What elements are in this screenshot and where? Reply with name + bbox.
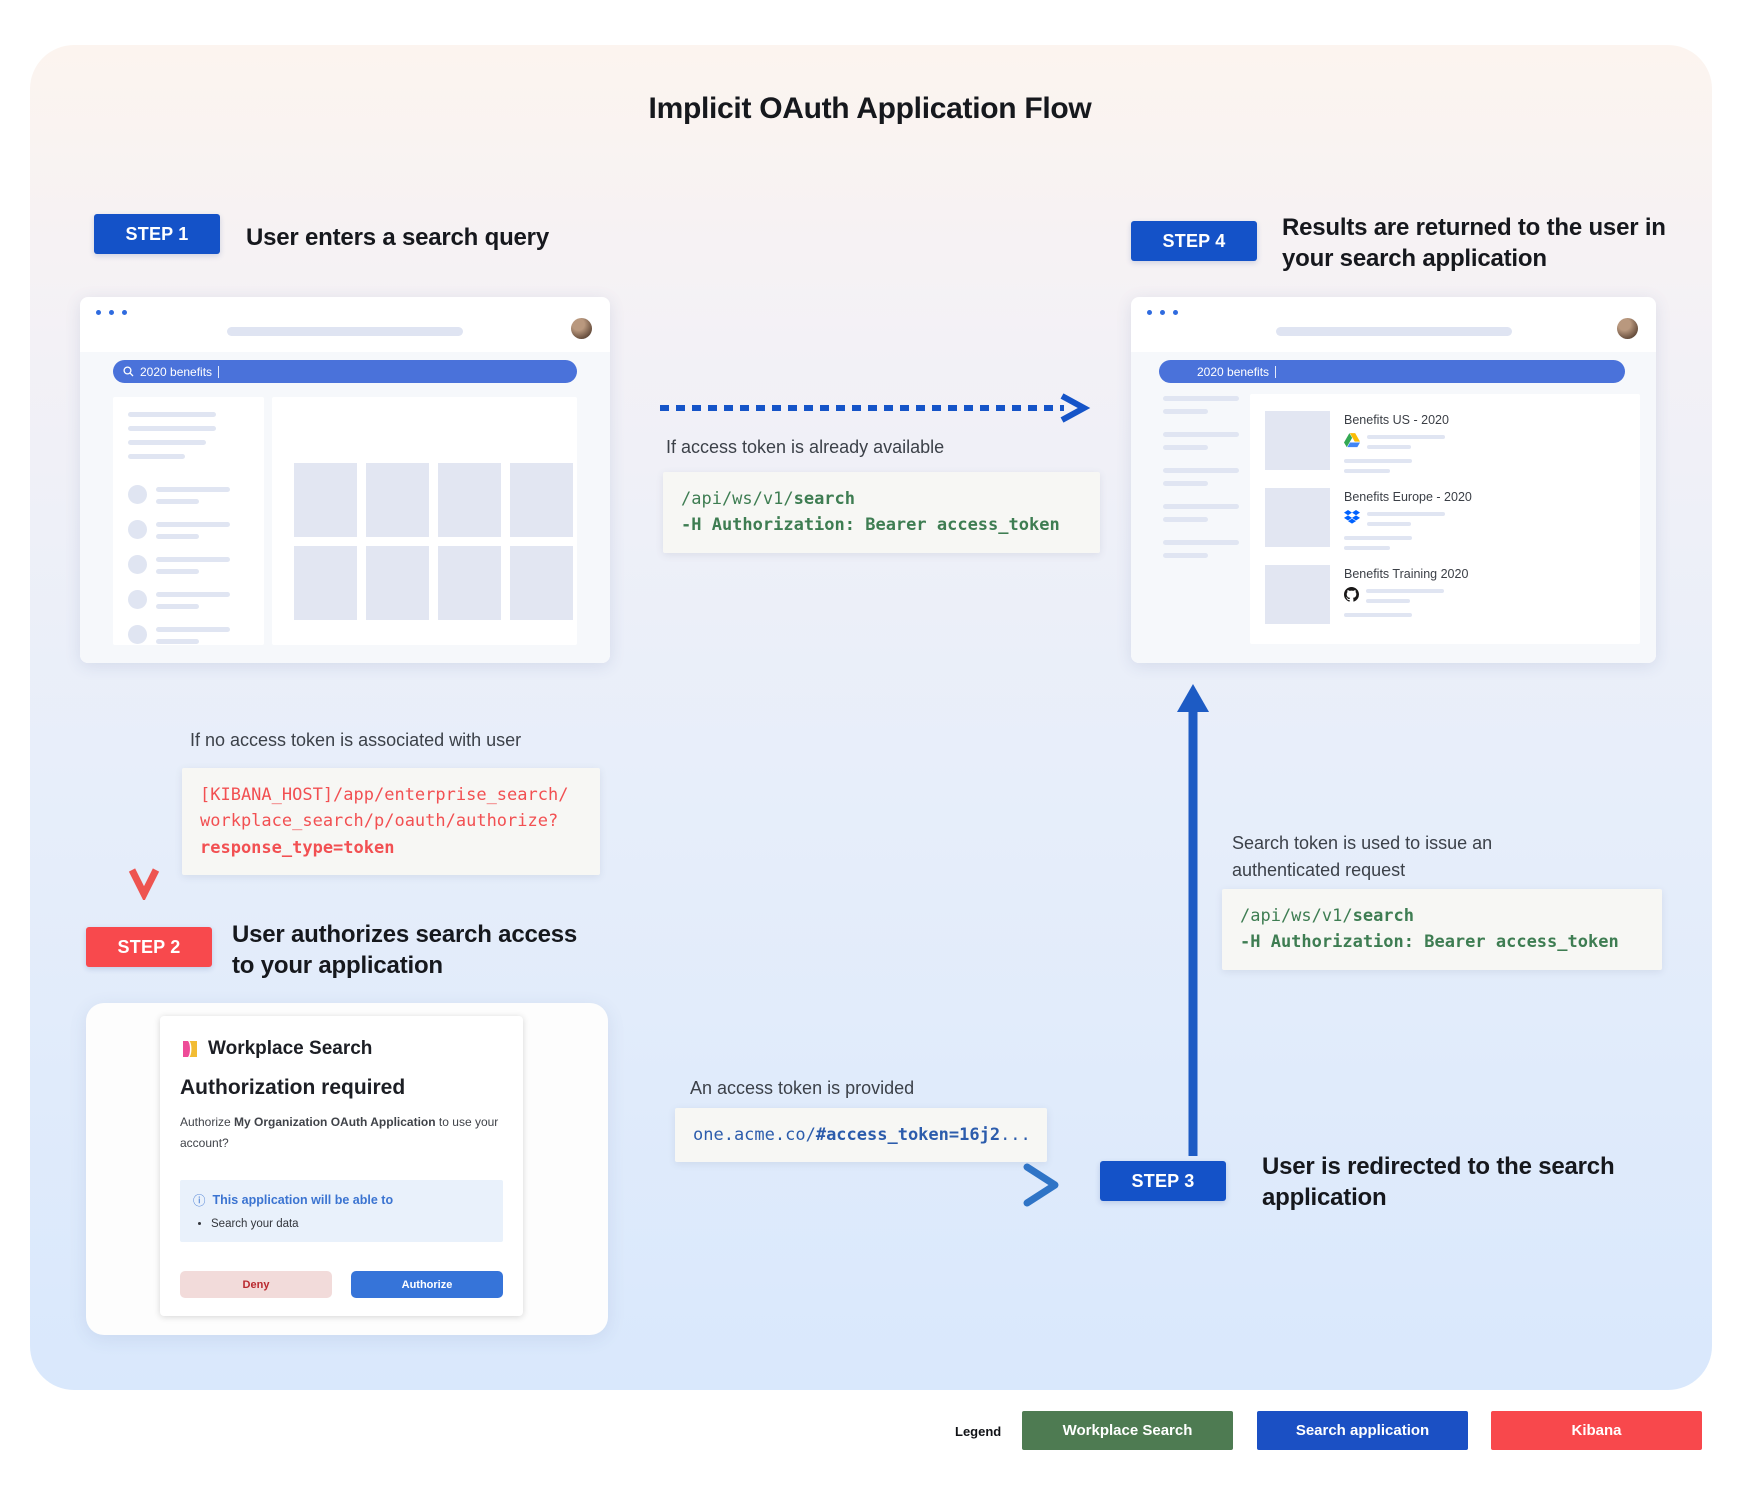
workplace-search-logo-icon [180,1039,200,1059]
scope-info-box: ⓘ This application will be able to Searc… [180,1180,503,1242]
search-query-text: 2020 benefits [140,364,213,379]
note-no-token: If no access token is associated with us… [190,730,522,750]
note-authenticated-request: Search token is used to issue an authent… [1232,833,1493,880]
scope-item: Search your data [211,1218,490,1230]
deny-button[interactable]: Deny [180,1271,332,1298]
result-thumbnail [1265,488,1330,547]
google-drive-icon [1344,433,1360,448]
arrow-authenticated-request [1177,684,1209,1156]
authorization-dialog: Workplace Search Authorization required … [160,1016,523,1316]
window-controls-dots [1147,310,1178,315]
browser-content: 2020 benefits Benefits US - 2020 [1131,352,1656,663]
results-panel: Benefits US - 2020 [1250,394,1640,644]
step2-badge: STEP 2 [86,927,212,967]
search-input[interactable]: 2020 benefits [1159,360,1625,383]
result-row[interactable]: Benefits Training 2020 [1265,565,1625,627]
facets-panel [113,397,264,645]
step1-heading: User enters a search query [246,224,549,251]
search-input[interactable]: 2020 benefits [113,360,577,383]
step1-badge: STEP 1 [94,214,220,254]
arrow-token-available [660,393,1091,423]
note-token-available: If access token is already available [666,437,945,457]
address-bar [227,327,463,336]
legend-workplace-search: Workplace Search [1022,1411,1233,1450]
search-query-text: 2020 benefits [1197,364,1270,379]
window-controls-dots [96,310,127,315]
text-cursor [1275,365,1277,378]
authorization-screen: Workplace Search Authorization required … [86,1003,608,1335]
auth-body-text: Authorize My Organization OAuth Applicat… [180,1115,499,1150]
page-title: Implicit OAuth Application Flow [648,92,1092,125]
code-kibana-authorize: [KIBANA_HOST]/app/enterprise_search/ wor… [182,768,600,876]
result-row[interactable]: Benefits Europe - 2020 [1265,488,1625,550]
browser-content: 2020 benefits [80,352,610,663]
github-icon [1344,587,1359,602]
arrow-redirect [659,1163,1059,1207]
result-title: Benefits Europe - 2020 [1344,490,1472,504]
authorize-button[interactable]: Authorize [351,1271,503,1298]
legend-search-application: Search application [1257,1411,1468,1450]
text-cursor [218,365,220,378]
info-icon: ⓘ [193,1194,206,1208]
result-tiles [294,463,573,620]
legend-kibana: Kibana [1491,1411,1702,1450]
workplace-search-title: Workplace Search [208,1038,373,1059]
auth-heading: Authorization required [180,1076,406,1099]
step3-badge: STEP 3 [1100,1161,1226,1201]
result-title: Benefits US - 2020 [1344,413,1449,427]
scope-heading: This application will be able to [212,1192,394,1207]
legend-label: Legend [955,1424,1002,1439]
note-token-provided: An access token is provided [690,1078,915,1098]
result-thumbnail [1265,411,1330,470]
browser-window-search-app: 2020 benefits [80,297,610,663]
search-icon [123,366,134,377]
step4-badge: STEP 4 [1131,221,1257,261]
step3-heading: User is redirected to the search applica… [1262,1153,1615,1212]
user-avatar [571,318,592,339]
code-search-api-2: /api/ws/v1/search -H Authorization: Bear… [1222,889,1662,970]
code-search-api: /api/ws/v1/search -H Authorization: Bear… [663,472,1100,553]
results-grid-panel [272,397,577,645]
result-thumbnail [1265,565,1330,624]
step4-heading: Results are returned to the user in your… [1282,214,1666,273]
dropbox-icon [1344,510,1360,524]
address-bar [1275,327,1512,336]
user-avatar [1617,318,1638,339]
filters-skeleton [1163,396,1239,558]
browser-window-results: 2020 benefits Benefits US - 2020 [1131,297,1656,663]
arrow-no-token [128,686,160,900]
code-redirect-url: one.acme.co/#access_token=16j2... [675,1108,1047,1163]
step2-heading: User authorizes search access to your ap… [232,921,578,980]
result-row[interactable]: Benefits US - 2020 [1265,411,1625,473]
result-title: Benefits Training 2020 [1344,567,1469,581]
